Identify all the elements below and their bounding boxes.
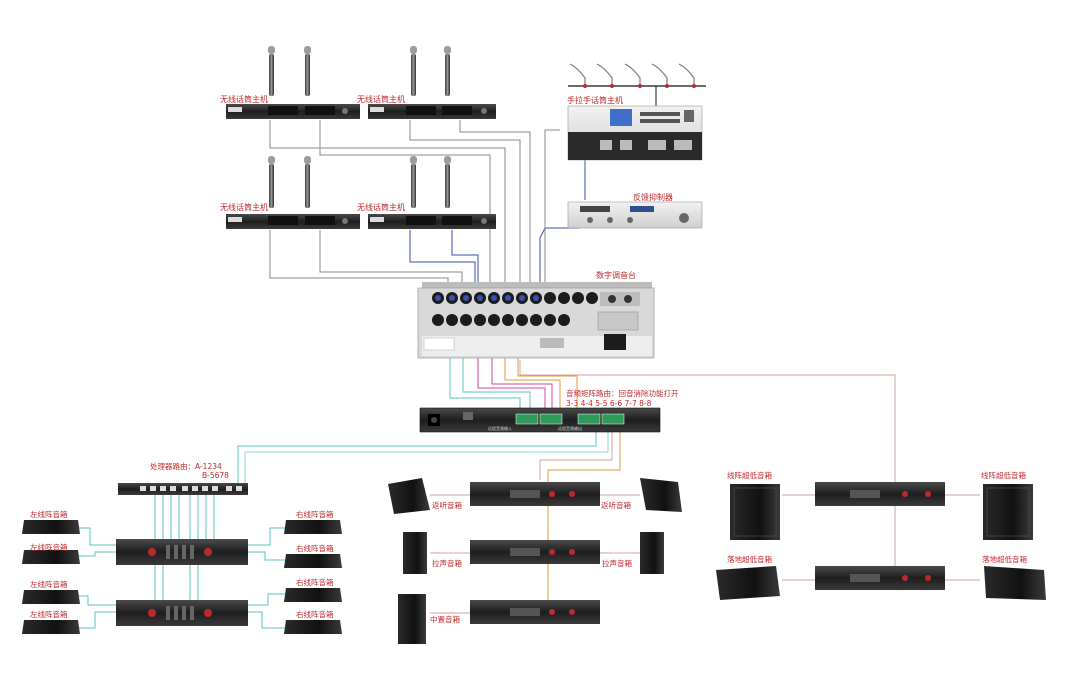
fill-left-label: 拉声音箱	[432, 558, 462, 568]
line-array-speaker-icon	[284, 520, 342, 634]
fill-speaker-right: 拉声音箱	[602, 532, 664, 574]
right-array-label-2: 右线阵音箱	[296, 543, 334, 553]
wireless-mic-unit-4: 无线话筒主机	[357, 156, 496, 229]
monitor-speaker-left: 返听音箱	[388, 478, 462, 514]
cable-wireless-2b	[459, 120, 531, 290]
left-array-label-1: 左线阵音箱	[30, 509, 68, 519]
mixer-inputs-bottom	[432, 314, 570, 326]
cable-amp-spk-left	[78, 527, 116, 629]
wedge-speaker-icon	[640, 478, 682, 512]
fill-speaker-left: 拉声音箱	[403, 532, 462, 574]
audio-matrix-unit: 远程音频输入 远程音频输出 音频矩阵路由：回音消除功能打开 3-3 4-4 5-…	[419, 388, 679, 433]
subwoofer-icon	[983, 484, 1033, 540]
cable-mix-matrix-4	[491, 340, 553, 412]
cable-amp-spk-right	[248, 527, 285, 629]
sub-floor-left: 落地超低音箱	[716, 554, 780, 600]
subwoofer-icon	[716, 566, 780, 600]
sub-array-left: 线阵超低音箱	[727, 470, 780, 540]
cable-wireless-4a	[409, 230, 476, 290]
amplifier-fill	[470, 540, 600, 564]
cable-wireless-4b	[451, 230, 479, 290]
cable-matrix-proc	[237, 430, 597, 485]
line-array-right: 右线阵音箱 右线阵音箱 右线阵音箱 右线阵音箱	[284, 509, 342, 634]
left-array-label-2: 左线阵音箱	[30, 542, 68, 552]
wireless-mic-unit-3: 无线话筒主机	[220, 156, 360, 229]
sub-floor-right: 落地超低音箱	[982, 554, 1046, 600]
monitor-left-label: 返听音箱	[432, 500, 462, 510]
amplifier-monitor	[470, 482, 600, 506]
digital-mixer-label: 数字调音台	[596, 270, 636, 280]
line-array-left: 左线阵音箱 左线阵音箱 左线阵音箱 左线阵音箱	[22, 509, 80, 634]
cabinet-speaker-icon	[640, 532, 664, 574]
amplifier-sub-array	[815, 482, 945, 506]
right-array-label-4: 右线阵音箱	[296, 609, 334, 619]
matrix-route-line1: 音频矩阵路由：回音消除功能打开	[566, 388, 679, 398]
monitor-speaker-right: 返听音箱	[601, 478, 682, 512]
left-array-label-3: 左线阵音箱	[30, 579, 68, 589]
cable-wireless-1a	[269, 120, 506, 290]
sub-array-right: 线阵超低音箱	[981, 470, 1033, 540]
conference-host-unit: 手拉手话筒主机	[567, 95, 703, 161]
cable-matrix-monitor	[539, 430, 613, 480]
cable-conf-b	[544, 129, 560, 290]
digital-mixer-unit: 数字调音台	[417, 270, 655, 359]
cable-mix-matrix-5	[504, 340, 561, 412]
wireless-mic-label-3: 无线话筒主机	[220, 202, 268, 212]
feedback-suppressor-label: 反馈抑制器	[633, 192, 673, 202]
sub-array-right-label: 线阵超低音箱	[981, 470, 1026, 480]
cable-mix-matrix-3	[477, 340, 546, 412]
line-array-speaker-icon	[22, 520, 80, 634]
right-array-label-1: 右线阵音箱	[296, 509, 334, 519]
monitor-right-label: 返听音箱	[601, 500, 631, 510]
sub-floor-left-label: 落地超低音箱	[727, 554, 772, 564]
cable-mix-matrix-1	[449, 340, 521, 412]
processor-unit: 处理器路由：A-1234 B-5678	[118, 461, 248, 495]
cable-mix-matrix-2	[462, 340, 531, 412]
matrix-output-label: 远程音频输出	[558, 425, 582, 431]
fill-right-label: 拉声音箱	[602, 558, 632, 568]
left-array-label-4: 左线阵音箱	[30, 609, 68, 619]
amplifier-left-bottom	[116, 600, 248, 626]
cable-wireless-2a	[409, 120, 521, 290]
right-array-label-3: 右线阵音箱	[296, 577, 334, 587]
center-label: 中置音箱	[430, 614, 460, 624]
sub-floor-right-label: 落地超低音箱	[982, 554, 1027, 564]
wireless-mic-label-2: 无线话筒主机	[357, 94, 405, 104]
subwoofer-icon	[984, 566, 1046, 600]
feedback-suppressor-unit: 反馈抑制器	[567, 192, 703, 229]
cable-matrix-proc-2	[244, 430, 609, 485]
wireless-mic-unit-2: 无线话筒主机	[357, 46, 496, 119]
matrix-input-label: 远程音频输入	[488, 425, 512, 431]
wireless-mic-label-4: 无线话筒主机	[357, 202, 405, 212]
gooseneck-mics	[568, 63, 706, 106]
processor-route-line2: B-5678	[202, 471, 229, 480]
cable-wireless-3b	[319, 230, 463, 290]
sub-array-left-label: 线阵超低音箱	[727, 470, 772, 480]
handheld-mic-icon	[268, 156, 311, 208]
handheld-mic-icon	[410, 46, 451, 96]
cabinet-speaker-icon	[403, 532, 427, 574]
amplifier-left-top	[116, 539, 248, 565]
center-speaker: 中置音箱	[398, 594, 460, 644]
cabinet-speaker-icon	[398, 594, 426, 644]
amplifier-center	[470, 600, 600, 624]
amplifier-sub-floor	[815, 566, 945, 590]
wedge-speaker-icon	[388, 478, 430, 514]
cable-wireless-1b	[319, 120, 491, 290]
matrix-route-line2: 3-3 4-4 5-5 6-6 7-7 8-8	[566, 399, 652, 408]
cable-wireless-3a	[269, 230, 449, 290]
wireless-mic-unit-1: 无线话筒主机	[220, 46, 360, 119]
processor-route-line1: 处理器路由：A-1234	[150, 461, 222, 471]
handheld-mic-icon	[268, 46, 311, 96]
wireless-mic-label-1: 无线话筒主机	[220, 94, 268, 104]
subwoofer-icon	[730, 484, 780, 540]
handheld-mic-icon	[410, 156, 451, 208]
cable-feedback	[539, 227, 580, 290]
conference-host-label: 手拉手话筒主机	[567, 95, 623, 105]
